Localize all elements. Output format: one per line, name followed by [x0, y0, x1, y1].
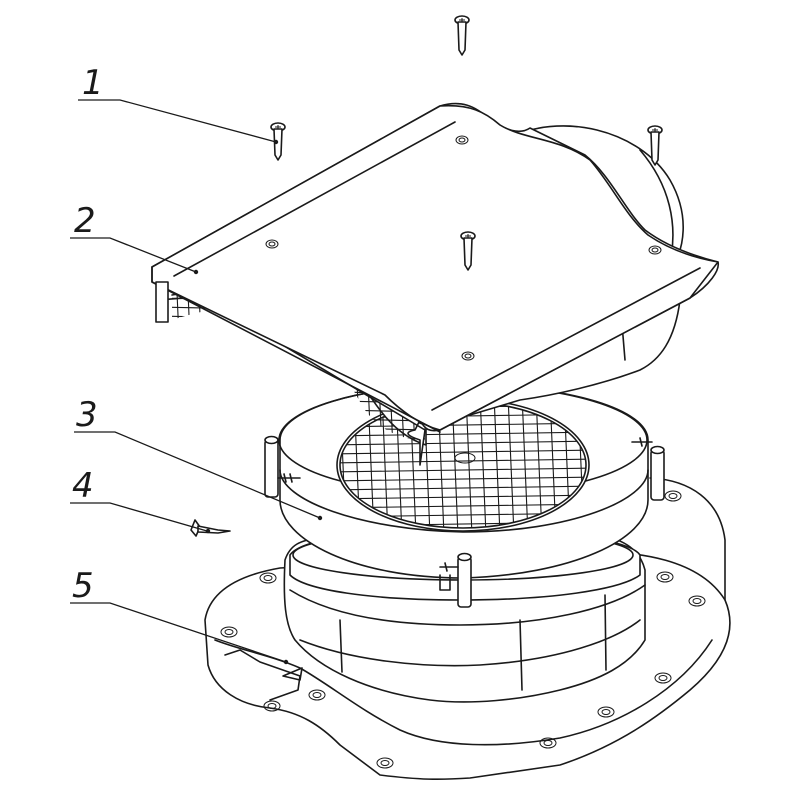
- vent-ring: [264, 384, 665, 608]
- callout-leaders: [70, 99, 323, 665]
- screw: [270, 15, 663, 271]
- leader-dot-3: [317, 515, 323, 521]
- callout-label-5: 5: [72, 566, 94, 606]
- leader-dot-5: [283, 659, 289, 665]
- cap: [151, 102, 719, 466]
- callout-label-1: 1: [82, 63, 104, 103]
- callout-label-3: 3: [76, 395, 98, 435]
- callout-label-2: 2: [74, 201, 96, 241]
- leader-dot-1: [273, 139, 279, 145]
- callout-label-4: 4: [72, 466, 94, 506]
- leader-dot-2: [193, 269, 199, 275]
